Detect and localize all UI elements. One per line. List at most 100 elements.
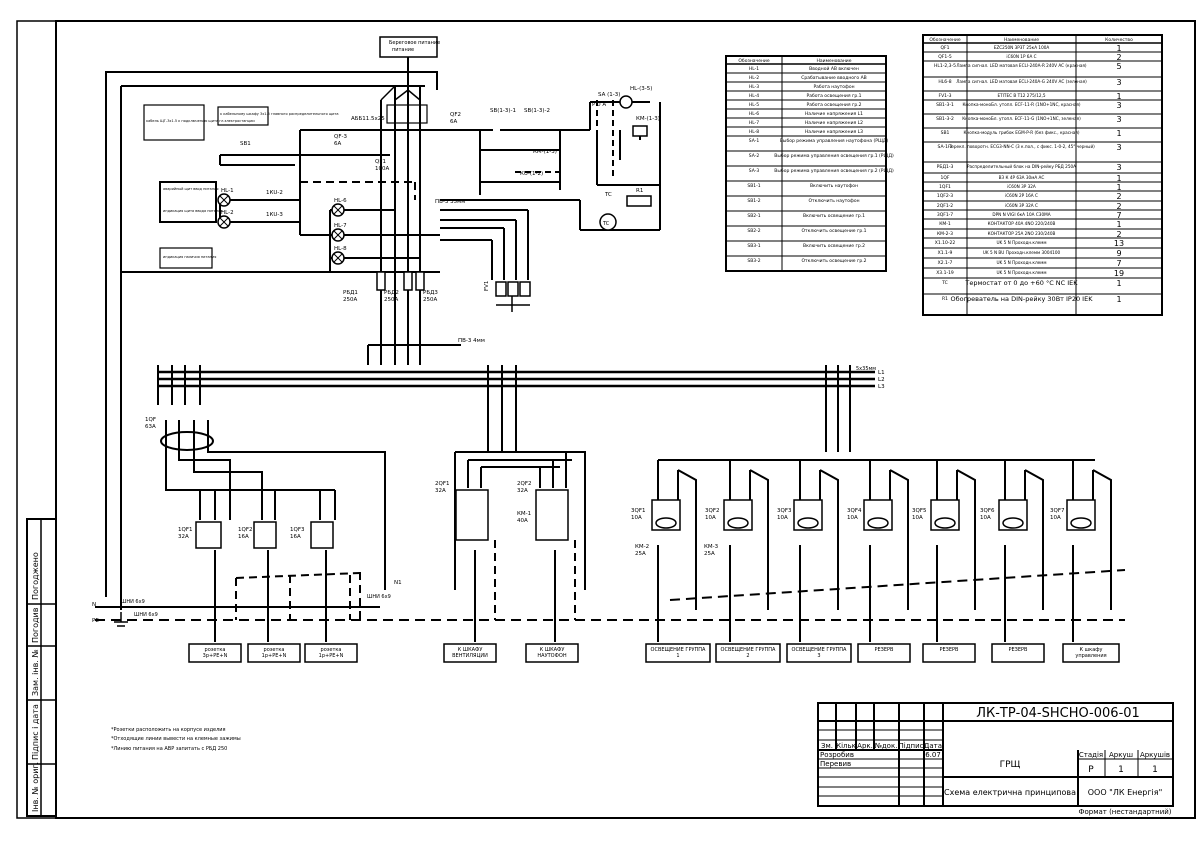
label-qf2-rating: 6А (450, 119, 457, 125)
t1-row-code: SB3-2 (747, 258, 760, 264)
t1-header-name: Наименование (817, 58, 852, 64)
label-shn: ШНИ 6х9 (121, 599, 145, 605)
output-label: К ШКАФУ (540, 647, 565, 653)
breakers-group-1 (195, 521, 334, 549)
label-km2: КМ-2 (635, 544, 649, 550)
thermostat-tc (599, 213, 617, 231)
label-1qf2-rating: 16А (238, 534, 249, 540)
label-n: N (92, 602, 96, 608)
label-hl35: HL-(3-5) (630, 86, 652, 92)
t2-row-name: КОНТАКТОР 25А 2NO 230/240В (988, 231, 1056, 236)
t2-row-code: РБД1-3 (937, 164, 954, 170)
label-rbd2: РБД2 (384, 290, 399, 296)
t1-row-name: Работа освещения гр.1 (807, 93, 862, 99)
label-sb31: SB(1-3)-1 (490, 108, 516, 114)
t1-row-name: Включить освещение гр.1 (803, 213, 865, 219)
t1-row-name: Выбор режима управления освещения гр.1 (… (774, 153, 894, 159)
t2-row-code: 2QF1-2 (937, 203, 953, 209)
t1-row-code: SB2-1 (747, 213, 760, 219)
rcbo-breaker (1066, 499, 1096, 531)
title-block (817, 702, 1174, 807)
inner-frame (55, 20, 1196, 819)
t2-row-code: X3.1-19 (936, 270, 954, 276)
t1-row-name: Выбор режима управления освещения гр.2 (… (774, 168, 894, 174)
group-2-wiring (454, 451, 586, 642)
rev-h4: Підпис (898, 742, 923, 750)
label-n1: N1 (394, 580, 402, 586)
label-km1: КМ-1 (517, 511, 531, 517)
t2-row-qty: 3 (1116, 163, 1121, 172)
t2-row-qty: 3 (1116, 101, 1121, 110)
t1-row-code: SB1-2 (747, 198, 760, 204)
t1-row-code: HL-3 (749, 84, 759, 90)
rev-h0: Зм. (821, 742, 833, 750)
t2-row-qty: 1 (1116, 279, 1121, 288)
t2-row-code: SA-1-3 (938, 144, 953, 150)
output-box (304, 643, 358, 663)
label-km13b: КМ-(1-3) (533, 149, 557, 155)
t2-row-name: Кнопка-моноБл. утопл. ECF-11-G (1NO+1NC,… (962, 116, 1081, 121)
label-pe: PE (92, 618, 99, 624)
t1-row-name: Работа наутофон (813, 84, 854, 90)
label-3qf2-rating: 10А (705, 515, 716, 521)
section-name: ГРЩ (1000, 760, 1021, 770)
t2-row-name: Термостат от 0 до +60 °С NC IEK (964, 279, 1078, 287)
breakers-group-2 (455, 489, 569, 541)
label-ku12b: КU-(1-2) (520, 171, 543, 177)
label-km1-rating: 40А (517, 518, 528, 524)
t1-row-name: Срабатывание вводного АВ (801, 75, 867, 81)
note-2: *Отходящие линии вывести на клемные зажи… (111, 736, 241, 742)
left-stamp: Погоджено Погодив Зам. інв. № Підпис і д… (26, 518, 57, 817)
label-shm: ШНИ 6х9 (134, 612, 158, 618)
date-value: 6.07 (925, 751, 941, 759)
note-box4-text: индикация наличия питания (163, 255, 216, 259)
t2-row-qty: 2 (1116, 192, 1121, 201)
label-1qf3-rating: 16А (290, 534, 301, 540)
output-label: 3р+PE+N (203, 653, 228, 659)
t1-row-name: Включить наутофон (810, 183, 858, 189)
label-ab-cable: АББ11.5х25 (351, 116, 385, 122)
stamp-inv-orig: Інв. № ориг. (31, 762, 40, 812)
label-1qf1-rating: 32А (178, 534, 189, 540)
t2-row-qty: 1 (1116, 92, 1121, 101)
busbars (95, 370, 1125, 621)
t2-row-name: iC60N 3P 32А (1007, 184, 1036, 189)
t2-row-qty: 3 (1116, 115, 1121, 124)
stamp-replace-inv: Зам. інв. № (31, 649, 40, 696)
label-shn2: ШНИ 6х9 (367, 594, 391, 600)
label-2qf2: 2QF2 (517, 481, 532, 487)
heater-r1 (626, 195, 652, 207)
label-1qf1: 1QF1 (178, 527, 193, 533)
rcbo-breaker (793, 499, 823, 531)
label-ku12: 1КU-2 (266, 190, 283, 196)
output-label: РЕЗЕРВ (875, 647, 895, 653)
developed-label: Розробив (820, 751, 854, 759)
label-3qf7-rating: 10А (1050, 515, 1061, 521)
t1-row-code: HL-8 (749, 129, 759, 135)
output-label: управления (1075, 653, 1106, 659)
t1-row-name: Отключить освещение гр.1 (801, 228, 866, 234)
t2-row-name: Обогреватель на DIN-рейку 30Вт IP20 IEK (951, 295, 1094, 303)
t2-row-name: Кнопка-моноБл. утопл. ECF-11-R (1NO+1NC,… (962, 102, 1080, 107)
control-section (105, 36, 661, 610)
label-pv4: ПВ-3 4мм (458, 338, 485, 344)
format-label: Формат (нестандартний) (1078, 808, 1171, 816)
label-3qf3-rating: 10А (777, 515, 788, 521)
t2-row-qty: 7 (1116, 211, 1121, 220)
t1-row-code: HL-5 (749, 102, 759, 108)
output-box (857, 643, 911, 663)
t1-row-code: SA-3 (749, 168, 760, 174)
output-label: ОСВЕЩЕНИЕ ГРУППА (792, 647, 848, 653)
label-hl6: HL-6 (334, 198, 347, 204)
label-km3: КМ-3 (704, 544, 719, 550)
t1-row-code: SA-2 (749, 153, 760, 159)
t2-row-qty: 1 (1116, 183, 1121, 192)
output-label: К ШКАФУ (458, 647, 483, 653)
t1-row-name: Наличие напряжения L3 (805, 129, 863, 135)
t1-row-code: HL-4 (749, 93, 759, 99)
t1-row-name: Работа освещения гр.2 (807, 102, 862, 108)
label-sa-pos: Р 0 А (592, 102, 606, 108)
company-name: ООО "ЛК Енергія" (1088, 788, 1163, 797)
